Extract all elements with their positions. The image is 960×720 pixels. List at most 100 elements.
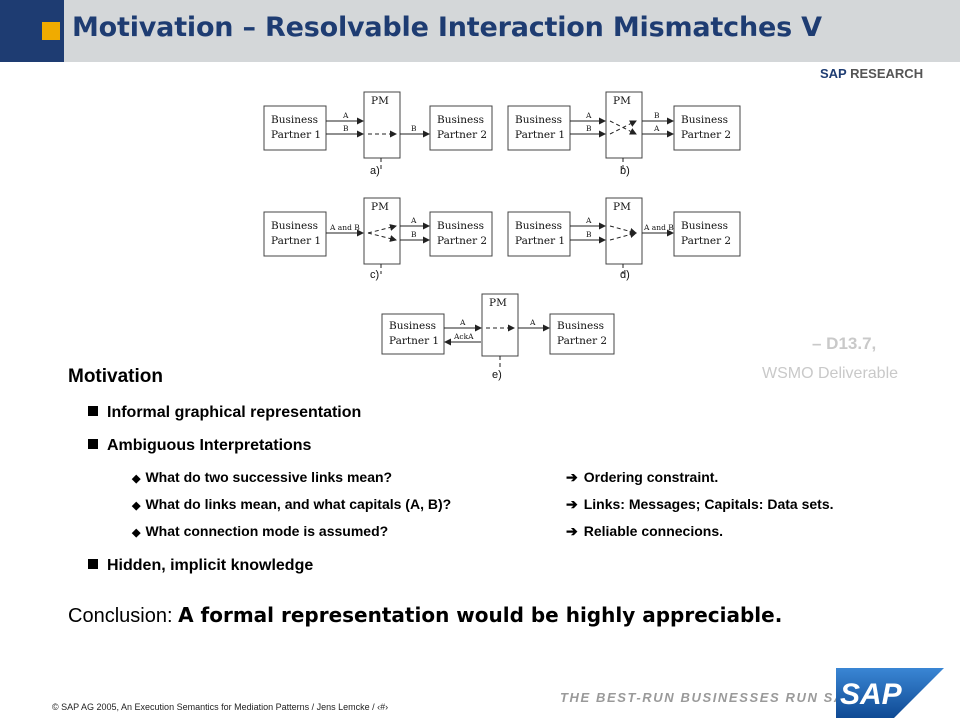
- msg-label: A: [585, 111, 592, 120]
- header-bar: [0, 0, 960, 62]
- partner1-line2: Partner 1: [271, 129, 321, 141]
- partner2-line1: Business: [681, 220, 728, 232]
- caption-a: a): [370, 165, 380, 177]
- bullet-ambiguous: Ambiguous Interpretations: [88, 437, 311, 455]
- msg-label: A and B: [643, 223, 674, 232]
- partner2-line2: Partner 2: [681, 235, 731, 247]
- partner1-line2: Partner 1: [389, 335, 439, 347]
- question-item: ◆ What do links mean, and what capitals (…: [132, 496, 451, 512]
- diamond-bullet-icon: ◆: [132, 527, 141, 539]
- pattern-b: Business Partner 1 PM Business Partner 2…: [507, 91, 741, 177]
- answer-item: ➔Links: Messages; Capitals: Data sets.: [566, 496, 834, 513]
- caption-d: d): [620, 269, 630, 281]
- partner1-box: [381, 313, 445, 355]
- sap-logo-shape: [836, 668, 944, 718]
- msg-label: B: [343, 124, 349, 133]
- header-accent-square: [42, 22, 60, 40]
- msg-label: AckA: [453, 332, 474, 341]
- partner2-line2: Partner 2: [557, 335, 607, 347]
- msg-label: A: [529, 318, 536, 327]
- copyright-icon: ©: [52, 702, 59, 712]
- conclusion: Conclusion: A formal representation woul…: [68, 603, 782, 628]
- question-item: ◆ What connection mode is assumed?: [132, 523, 388, 539]
- partner1-line1: Business: [271, 220, 318, 232]
- question-text: What do two successive links mean?: [145, 469, 393, 485]
- square-bullet-icon: [88, 559, 98, 569]
- internal-link: [609, 120, 637, 135]
- msg-label: A: [459, 318, 466, 327]
- partner1-box: [507, 105, 571, 151]
- msg-label: B: [586, 230, 592, 239]
- answer-item: ➔ Reliable connecions.: [566, 523, 723, 540]
- partner2-line2: Partner 2: [681, 129, 731, 141]
- partner1-line2: Partner 1: [515, 235, 565, 247]
- answer-text: Ordering constraint.: [583, 469, 719, 485]
- partner1-line2: Partner 1: [271, 235, 321, 247]
- partner2-box: [673, 105, 741, 151]
- question-text: What connection mode is assumed?: [145, 523, 389, 539]
- sap-logo-text: SAP: [840, 678, 903, 711]
- section-title: Motivation: [68, 366, 163, 387]
- partner1-box: [263, 211, 327, 257]
- partner2-box: [549, 313, 615, 355]
- partner1-line1: Business: [515, 114, 562, 126]
- reference-line1: – D13.7,: [812, 334, 877, 353]
- footer-copyright: © SAP AG 2005, An Execution Semantics fo…: [52, 702, 388, 712]
- bullet-text: Informal graphical representation: [107, 404, 362, 421]
- msg-label: A and B: [329, 223, 360, 232]
- arrow-right-icon: ➔: [566, 469, 578, 485]
- pattern-a: Business Partner 1 PM Business Partner 2…: [263, 91, 493, 177]
- partner1-line1: Business: [271, 114, 318, 126]
- msg-label: B: [411, 230, 417, 239]
- partner2-line1: Business: [557, 320, 604, 332]
- msg-label: B: [654, 111, 660, 120]
- pattern-e: Business Partner 1 PM Business Partner 2…: [381, 293, 615, 381]
- question-item: ◆ What do two successive links mean?: [132, 469, 392, 485]
- bullet-hidden: Hidden, implicit knowledge: [88, 557, 313, 575]
- partner2-line1: Business: [681, 114, 728, 126]
- brand-right: RESEARCH: [850, 66, 924, 81]
- arrow-right-icon: ➔: [566, 496, 578, 512]
- pm-box: [605, 91, 643, 159]
- footer-slogan: THE BEST-RUN BUSINESSES RUN SAP: [560, 690, 856, 705]
- diamond-bullet-icon: ◆: [132, 473, 141, 485]
- internal-link: [609, 231, 637, 241]
- square-bullet-icon: [88, 406, 98, 416]
- msg-label: B: [411, 124, 417, 133]
- msg-label: A: [653, 124, 660, 133]
- msg-label: A: [410, 216, 417, 225]
- bullet-text: Hidden, implicit knowledge: [107, 557, 314, 574]
- reference-line2: WSMO Deliverable: [762, 365, 899, 382]
- answer-text: Reliable connecions.: [583, 523, 723, 539]
- internal-link: [367, 224, 397, 234]
- answer-item: ➔ Ordering constraint.: [566, 469, 718, 486]
- mediation-pattern-diagram: Business Partner 1 PM Business Partner 2…: [263, 91, 741, 381]
- pm-box: [363, 197, 401, 265]
- partner2-box: [429, 105, 493, 151]
- caption-b: b): [620, 165, 630, 177]
- partner1-box: [263, 105, 327, 151]
- partner1-box: [507, 211, 571, 257]
- pm-label: PM: [613, 201, 631, 213]
- brand-left: SAP: [820, 66, 847, 81]
- msg-label: A: [585, 216, 592, 225]
- caption-c: c): [370, 269, 379, 281]
- question-text: What do links mean, and what capitals (A…: [145, 496, 452, 512]
- internal-link: [367, 232, 397, 242]
- pm-box: [363, 91, 401, 159]
- partner2-box: [673, 211, 741, 257]
- pm-label: PM: [371, 95, 389, 107]
- caption-e: e): [492, 369, 502, 381]
- diamond-bullet-icon: ◆: [132, 500, 141, 512]
- partner1-line1: Business: [515, 220, 562, 232]
- sap-research-logo: SAP RESEARCH: [820, 66, 923, 81]
- conclusion-label: Conclusion:: [68, 605, 173, 627]
- bullet-text: Ambiguous Interpretations: [107, 437, 312, 454]
- bullet-informal: Informal graphical representation: [88, 404, 361, 422]
- partner1-line1: Business: [389, 320, 436, 332]
- pm-label: PM: [613, 95, 631, 107]
- partner2-line1: Business: [437, 114, 484, 126]
- footer-text: SAP AG 2005, An Execution Semantics for …: [61, 702, 389, 712]
- arrow-right-icon: ➔: [566, 523, 578, 539]
- pm-label: PM: [489, 297, 507, 309]
